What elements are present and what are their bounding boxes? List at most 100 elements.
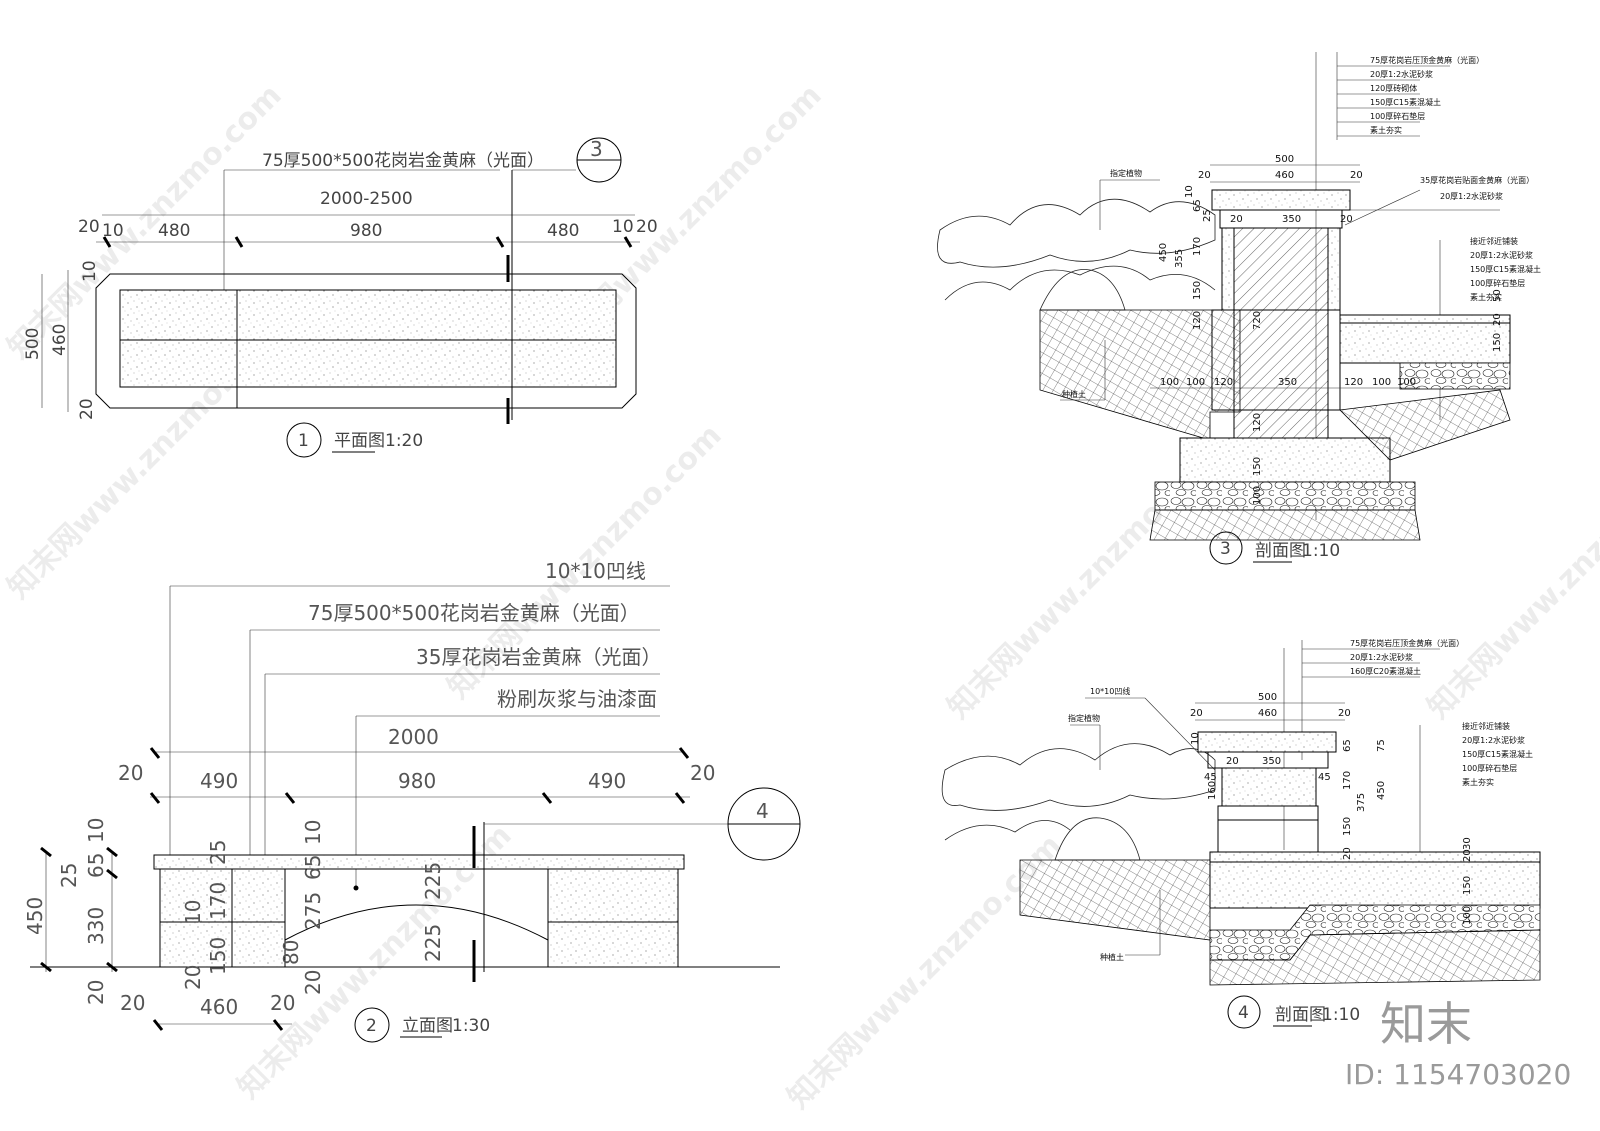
- bench-leg-right: [547, 868, 679, 968]
- layer-callout: 100厚碎石垫层: [1462, 763, 1517, 773]
- plan-dim: 460: [50, 324, 70, 356]
- elev-dim: 980: [398, 769, 436, 793]
- layer-callout: 100厚碎石垫层: [1470, 278, 1525, 288]
- layer-callout: 20厚1:2水泥砂浆: [1350, 652, 1413, 662]
- layer-callout: 素土夯实: [1470, 292, 1502, 302]
- section-mark-number: 4: [756, 799, 769, 823]
- groove-strip: [1217, 805, 1319, 821]
- sec4-dim: 150: [1462, 876, 1473, 895]
- sec3-dim: 120: [1192, 311, 1203, 330]
- sec4-inner-dim: 45: [1204, 772, 1217, 783]
- elev-inner-dim: 170: [206, 882, 230, 920]
- elev-dim: 25: [57, 863, 81, 888]
- layer-callout: 20厚1:2水泥砂浆: [1370, 69, 1433, 79]
- elev-callout: 75厚500*500花岗岩金黄麻（光面）: [308, 601, 640, 625]
- sec4-inner-dim: 45: [1318, 772, 1331, 783]
- section-3: 75厚花岗岩压顶金黄麻（光面） 20厚1:2水泥砂浆 120厚砖砌体 150厚C…: [937, 52, 1541, 565]
- elev-inner-dim: 65: [301, 855, 325, 880]
- section-4: 75厚花岗岩压顶金黄麻（光面） 20厚1:2水泥砂浆 160厚C20素混凝土 1…: [941, 638, 1541, 1029]
- paving-concrete: [1209, 861, 1541, 909]
- sec3-inner-dim: 350: [1282, 214, 1301, 225]
- paving-gravel: [1399, 362, 1511, 390]
- elevation-view: 10*10凹线 75厚500*500花岗岩金黄麻（光面） 35厚花岗岩金黄麻（光…: [23, 559, 801, 1043]
- sec3-inner-dim: 20: [1230, 214, 1243, 225]
- layer-callout: 20厚1:2水泥砂浆: [1462, 735, 1525, 745]
- sec3-title-circle: [1209, 531, 1243, 565]
- sec3-dim: 450: [1158, 243, 1169, 262]
- groove-leader: [1144, 697, 1216, 771]
- elev-dim: 20: [84, 980, 108, 1005]
- section-mark-number: 3: [590, 137, 603, 161]
- plan-dim: 10: [612, 217, 634, 237]
- dim-tick: [541, 792, 553, 804]
- elev-inner-dim: 10: [181, 900, 205, 925]
- layer-callout: 35厚花岗岩贴面金黄麻（光面）: [1420, 175, 1534, 185]
- boulder: [1039, 269, 1126, 311]
- plant-label: 指定植物: [1110, 168, 1142, 178]
- sec4-dim: 20: [1338, 708, 1351, 719]
- compacted-soil: [1339, 389, 1511, 461]
- boulder: [1054, 817, 1141, 861]
- sec3-dim: 500: [1275, 154, 1294, 165]
- gravel-base: [1154, 481, 1416, 511]
- sec4-dim: 20: [1342, 847, 1353, 860]
- layer-callout: 素土夯实: [1370, 125, 1402, 135]
- layer-callout: 100厚碎石垫层: [1370, 111, 1425, 121]
- layer-callout: 75厚花岗岩压顶金黄麻（光面）: [1370, 55, 1484, 65]
- plan-title-circle: [286, 422, 322, 458]
- elev-scale: 1:30: [452, 1016, 490, 1036]
- sec3-dim: 100: [1372, 377, 1391, 388]
- sec3-dim: 50: [1492, 289, 1503, 302]
- sec3-title: 剖面图: [1255, 541, 1306, 561]
- watermark-text: 知末网www.znzmo.com: [1421, 438, 1600, 726]
- sec4-dim: 65: [1342, 739, 1353, 752]
- sec4-dim: 20: [1462, 849, 1473, 862]
- plan-dim: 20: [636, 217, 658, 237]
- dim-tick: [106, 868, 118, 880]
- elev-dim: 65: [84, 853, 108, 878]
- layer-callout: 150厚C15素混凝土: [1470, 264, 1541, 274]
- plan-dim: 980: [350, 221, 382, 241]
- sec3-dim: 20: [1492, 313, 1503, 326]
- sec3-dim: 20: [1350, 170, 1363, 181]
- sec4-dim: 150: [1342, 817, 1353, 836]
- brand-logo: 知末: [1380, 997, 1472, 1051]
- right-callout-stack: 接近邻近铺装 20厚1:2水泥砂浆 150厚C15素混凝土 100厚碎石垫层 素…: [1419, 721, 1533, 870]
- dim-tick: [149, 792, 161, 804]
- sec4-scale: 1:10: [1322, 1005, 1360, 1025]
- dim-tick: [272, 1019, 284, 1031]
- sec3-title-number: 3: [1220, 539, 1231, 559]
- bench-top-stone: [119, 289, 617, 388]
- sec3-dim: 10: [1184, 185, 1195, 198]
- layer-callout: 20厚1:2水泥砂浆: [1440, 191, 1503, 201]
- sec4-dim: 75: [1376, 739, 1387, 752]
- elev-dim: 10: [84, 818, 108, 843]
- elev-dim: 20: [118, 761, 143, 785]
- layer-callout: 150厚C15素混凝土: [1370, 97, 1441, 107]
- paving-concrete: [1339, 322, 1511, 364]
- plan-dim: 500: [23, 328, 43, 360]
- sec4-dim: 30: [1462, 837, 1473, 850]
- planting-soil: [1039, 309, 1241, 441]
- coping-stone: [1197, 731, 1337, 753]
- elev-dim: 490: [588, 769, 626, 793]
- plan-dim: 20: [77, 398, 97, 420]
- layer-callout: 接近邻近铺装: [1462, 721, 1510, 731]
- elev-title-number: 2: [366, 1016, 377, 1036]
- concrete-footing: [1179, 437, 1391, 483]
- sec3-dim: 150: [1492, 333, 1503, 352]
- sec3-dim: 100: [1186, 377, 1205, 388]
- dim-tick: [678, 747, 690, 759]
- groove-label: 10*10凹线: [1090, 686, 1130, 696]
- sec3-dim: 25: [1202, 209, 1213, 222]
- elev-inner-dim: 80: [279, 940, 303, 965]
- layer-callout: 120厚砖砌体: [1370, 83, 1417, 93]
- stone-cladding-right: [1327, 227, 1341, 311]
- elev-dim: 330: [84, 907, 108, 945]
- elev-callout: 粉刷灰浆与油漆面: [497, 687, 657, 711]
- sec3-dim: 100: [1160, 377, 1179, 388]
- plan-callout: 75厚500*500花岗岩金黄麻（光面）: [262, 151, 544, 171]
- dim-tick: [152, 1019, 164, 1031]
- dim-tick: [106, 846, 118, 858]
- sec3-dim: 150: [1192, 281, 1203, 300]
